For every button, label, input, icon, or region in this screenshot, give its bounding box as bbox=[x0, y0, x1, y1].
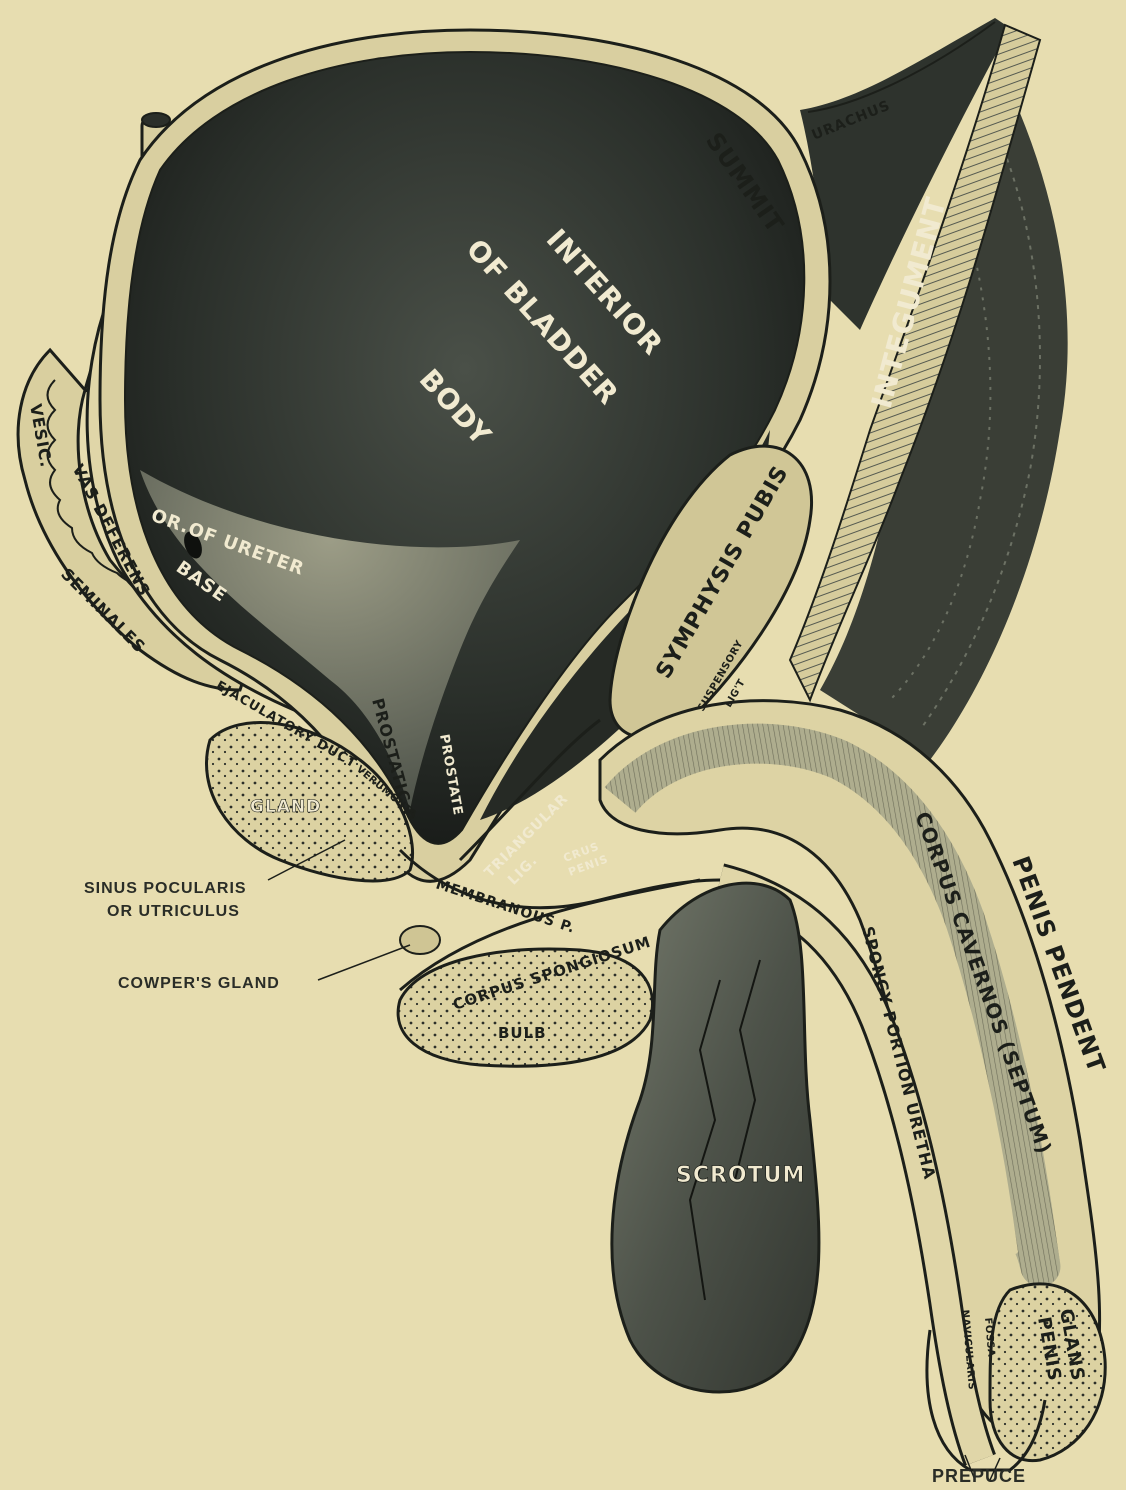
label-sinus-pocularis-2: OR UTRICULUS bbox=[107, 903, 240, 920]
label-prepuce: PREPUCE bbox=[932, 1466, 1026, 1486]
label-gland: GLAND bbox=[250, 797, 321, 817]
cowpers-gland-shape bbox=[400, 926, 440, 954]
label-cowpers-gland: COWPER'S GLAND bbox=[118, 975, 280, 992]
label-bulb: BULB bbox=[498, 1024, 547, 1042]
label-sinus-pocularis-1: SINUS POCULARIS bbox=[84, 880, 247, 897]
label-scrotum: SCROTUM bbox=[676, 1163, 805, 1188]
